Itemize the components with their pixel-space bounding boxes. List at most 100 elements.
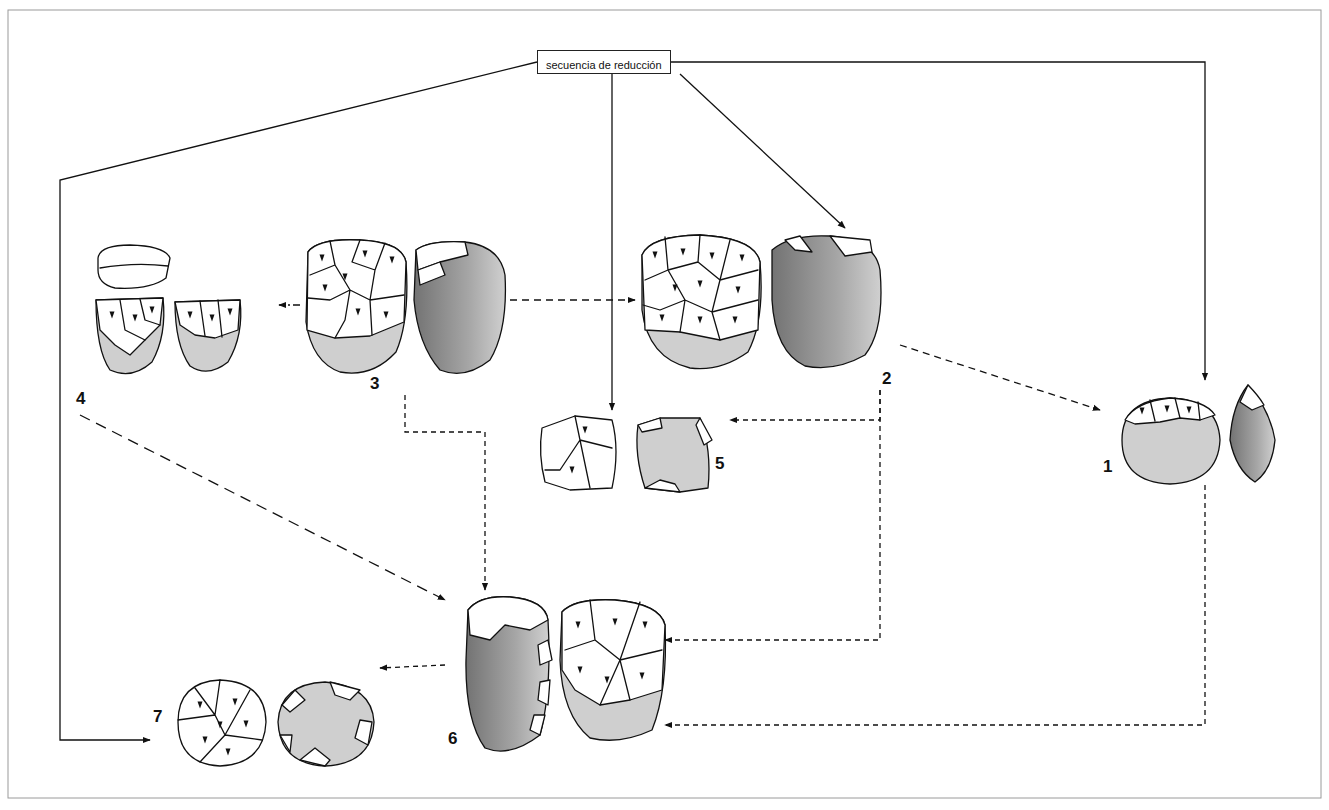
core-drawing — [198, 702, 203, 709]
core-drawing — [384, 312, 389, 319]
figure-number: 3 — [370, 375, 379, 392]
figure-number: 1 — [1103, 458, 1112, 475]
sequence-arrow — [900, 345, 1100, 410]
core-drawing — [645, 480, 680, 492]
core-drawing — [96, 298, 163, 355]
core-drawing — [330, 682, 360, 700]
core-drawing — [583, 427, 588, 434]
core-drawing — [1125, 398, 1215, 424]
core-drawing — [178, 680, 266, 766]
core-drawing — [355, 720, 372, 745]
core-drawing — [1150, 398, 1200, 421]
sequence-arrow — [665, 485, 1205, 725]
core-drawing — [96, 298, 164, 374]
figure-number: 6 — [448, 730, 457, 747]
figure-number: 5 — [715, 455, 724, 472]
core-drawing — [538, 680, 550, 705]
core-drawing — [613, 619, 618, 626]
core-drawing — [576, 622, 581, 629]
core-drawing — [306, 240, 407, 373]
core-drawing — [541, 416, 616, 490]
core-drawing — [740, 255, 745, 262]
core-drawing — [640, 673, 645, 680]
core-drawing — [1122, 398, 1220, 484]
core-drawing — [673, 285, 678, 292]
box-label: secuencia de reducción — [546, 59, 662, 72]
core-drawing — [466, 597, 666, 751]
sequence-arrow — [665, 390, 880, 640]
core-drawing — [710, 253, 715, 260]
core-figure: 1 — [1100, 380, 1280, 485]
core-drawing — [560, 600, 665, 740]
core-drawing — [363, 251, 368, 258]
core-drawing — [605, 677, 610, 684]
sequence-arrow — [380, 665, 445, 668]
core-drawing — [681, 249, 686, 256]
core-drawing — [150, 307, 155, 314]
core-drawing — [308, 240, 404, 338]
core-drawing — [578, 667, 583, 674]
core-drawing — [320, 255, 325, 262]
core-drawing — [830, 236, 872, 256]
core-drawing — [356, 309, 361, 316]
core-drawing — [1187, 407, 1192, 414]
core-figure: 6 — [445, 590, 665, 760]
core-drawing — [390, 257, 395, 264]
core-drawing — [414, 242, 505, 374]
figure-number: 2 — [882, 370, 891, 387]
core-drawing — [300, 748, 330, 766]
core-drawing — [96, 235, 1275, 766]
sequence-arrow — [405, 395, 485, 590]
sequence-arrow — [730, 390, 880, 420]
core-drawing — [653, 252, 658, 259]
sequence-arrow — [279, 304, 300, 305]
core-drawing — [570, 467, 575, 474]
core-drawing — [1165, 406, 1170, 413]
core-drawing — [278, 682, 374, 766]
core-drawing — [307, 240, 406, 338]
sequence-arrow — [680, 74, 845, 228]
core-drawing — [642, 235, 881, 369]
core-drawing — [541, 416, 712, 492]
core-drawing — [178, 680, 374, 766]
core-drawing — [200, 300, 222, 337]
core-drawing — [280, 735, 292, 752]
core-drawing — [188, 312, 193, 319]
core-drawing — [643, 622, 648, 629]
core-drawing — [343, 274, 348, 281]
core-drawing — [98, 245, 170, 288]
core-drawing — [210, 315, 215, 322]
core-drawing — [175, 300, 240, 338]
core-drawing — [228, 309, 233, 316]
core-drawing — [175, 300, 241, 371]
core-drawing — [698, 317, 703, 324]
core-drawing — [178, 680, 262, 762]
core-drawing — [1230, 385, 1275, 482]
core-drawing — [282, 690, 305, 712]
core-drawing — [110, 312, 115, 319]
sequence-arrow — [671, 62, 1205, 380]
core-drawing — [660, 315, 665, 322]
core-drawing — [244, 721, 249, 728]
core-drawing — [785, 236, 812, 252]
core-drawing — [1240, 385, 1264, 410]
core-drawing — [642, 235, 760, 340]
core-figure: 5 — [535, 410, 730, 495]
core-drawing — [8, 10, 1321, 798]
sequence-arrow — [611, 74, 612, 410]
core-drawing — [306, 240, 505, 374]
core-drawing — [466, 597, 549, 751]
core-drawing — [733, 317, 738, 324]
core-drawing — [226, 749, 231, 756]
sequence-arrow — [80, 415, 445, 600]
figure-number: 4 — [76, 390, 85, 407]
core-drawing — [133, 315, 138, 322]
core-drawing — [565, 600, 662, 705]
core-drawing — [643, 235, 758, 340]
core-drawing — [736, 287, 741, 294]
core-drawing — [203, 737, 208, 744]
process-box: secuencia de reducción — [537, 50, 671, 74]
